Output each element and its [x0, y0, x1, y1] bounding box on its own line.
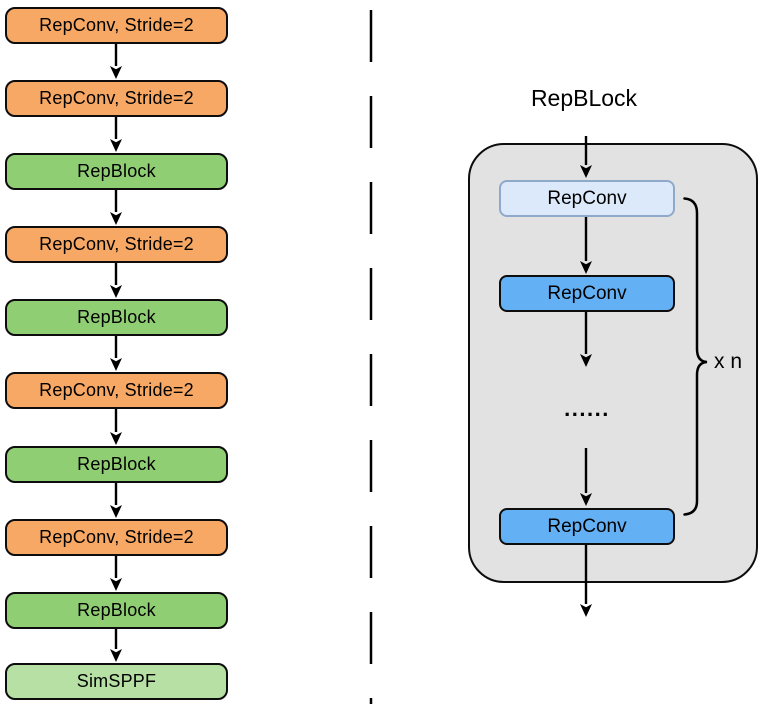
- backbone-block-simsppf: SimSPPF: [5, 663, 228, 700]
- backbone-block-repconv-1: RepConv, Stride=2: [5, 7, 228, 44]
- backbone-block-repblock-4: RepBlock: [5, 592, 228, 629]
- backbone-block-repblock-2: RepBlock: [5, 299, 228, 336]
- detail-block-repconv-2: RepConv: [499, 275, 675, 312]
- backbone-block-repblock-3: RepBlock: [5, 446, 228, 483]
- backbone-block-repconv-4: RepConv, Stride=2: [5, 372, 228, 409]
- repeat-brace: [683, 197, 708, 516]
- detail-block-repconv-1: RepConv: [499, 180, 675, 217]
- backbone-block-repconv-5: RepConv, Stride=2: [5, 519, 228, 556]
- repeat-ellipsis: ......: [564, 396, 610, 421]
- repeat-count-label: x n: [714, 350, 743, 373]
- repblock-detail-title: RepBLock: [530, 85, 638, 111]
- backbone-block-repconv-3: RepConv, Stride=2: [5, 226, 228, 263]
- backbone-block-repblock-1: RepBlock: [5, 153, 228, 190]
- detail-block-repconv-3: RepConv: [499, 508, 675, 545]
- backbone-block-repconv-2: RepConv, Stride=2: [5, 80, 228, 117]
